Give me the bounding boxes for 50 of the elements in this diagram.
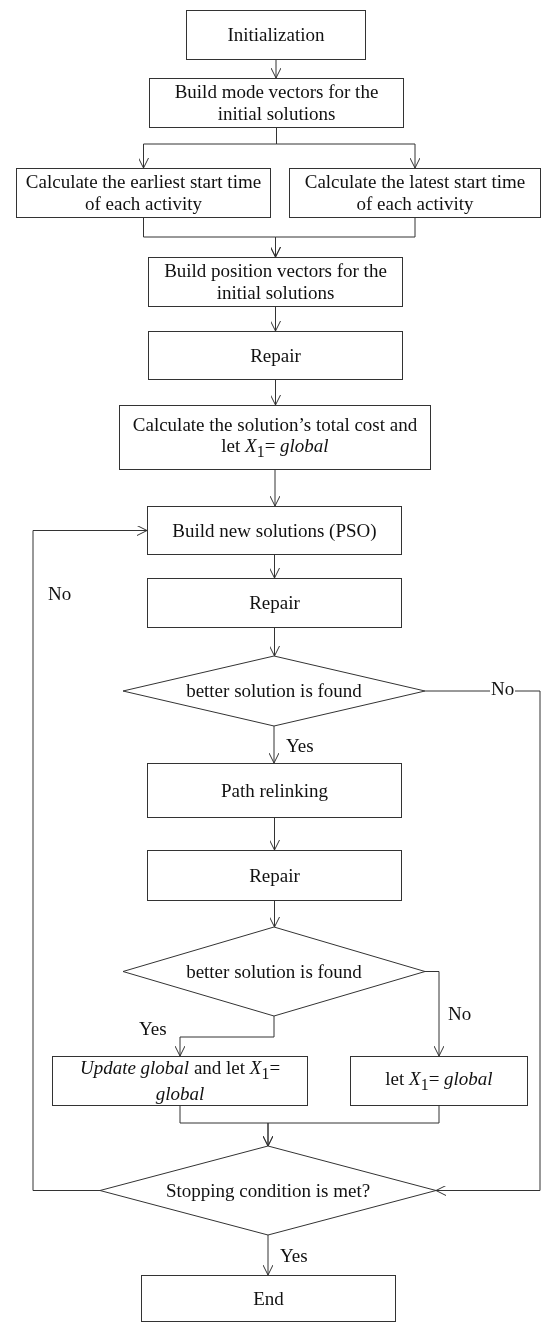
step-text: Calculate the earliest start time of each activity: [24, 171, 263, 215]
step-text: better solution is found: [185, 680, 363, 702]
process-box: [16, 168, 271, 218]
arrow: [268, 725, 280, 764]
arrow: [270, 379, 281, 406]
process-box: [148, 257, 403, 307]
decision-diamond: [100, 1146, 436, 1235]
arrow: [32, 525, 148, 1191]
arrow: [270, 59, 282, 79]
process-box: [186, 10, 366, 60]
step-text: Repair: [248, 864, 301, 887]
decision-diamond: [123, 927, 425, 1016]
step-text: Build new solutions (PSO): [171, 519, 378, 542]
step-text: End: [252, 1287, 285, 1310]
arrow: [269, 554, 280, 579]
step-text: Stopping condition is met?: [164, 1179, 372, 1202]
process-box: [149, 78, 404, 128]
arrow: [262, 1105, 440, 1147]
decision-diamond: [123, 656, 425, 726]
process-box: [119, 405, 431, 470]
step-text: Initialization: [226, 24, 326, 46]
step-text: let X$_{1}$= global: [384, 1068, 494, 1094]
arrow: [269, 469, 281, 507]
step-text: Build position vectors for the initial solutions: [163, 260, 388, 304]
arrow: [262, 1234, 274, 1276]
process-box: [147, 763, 402, 818]
process-box: [350, 1056, 528, 1106]
step-text: Build mode vectors for the initial solutions: [173, 81, 380, 125]
arrow: [269, 627, 280, 657]
step-text: Update global and let X$_{1}$= global: [78, 1057, 282, 1105]
arrow: [424, 971, 445, 1057]
step-text: Repair: [248, 592, 301, 614]
arrow: [269, 817, 280, 851]
step-text: Path relinking: [219, 779, 330, 802]
process-box: [148, 331, 403, 380]
process-box: [147, 506, 402, 555]
arrow: [174, 1015, 275, 1057]
process-box: [147, 578, 402, 628]
arrow: [270, 306, 281, 332]
step-text: Repair: [249, 344, 302, 367]
step-text: better solution is found: [185, 960, 363, 983]
arrow: [270, 217, 416, 258]
arrow: [424, 690, 541, 1196]
process-box: [289, 168, 541, 218]
process-box: [147, 850, 402, 901]
step-text: Calculate the latest start time of each activity: [303, 171, 527, 215]
arrow: [269, 900, 280, 928]
step-text: Calculate the solution’s total cost and let X$_{1}$= global: [131, 413, 419, 462]
process-box: [52, 1056, 308, 1106]
process-box: [141, 1275, 396, 1322]
